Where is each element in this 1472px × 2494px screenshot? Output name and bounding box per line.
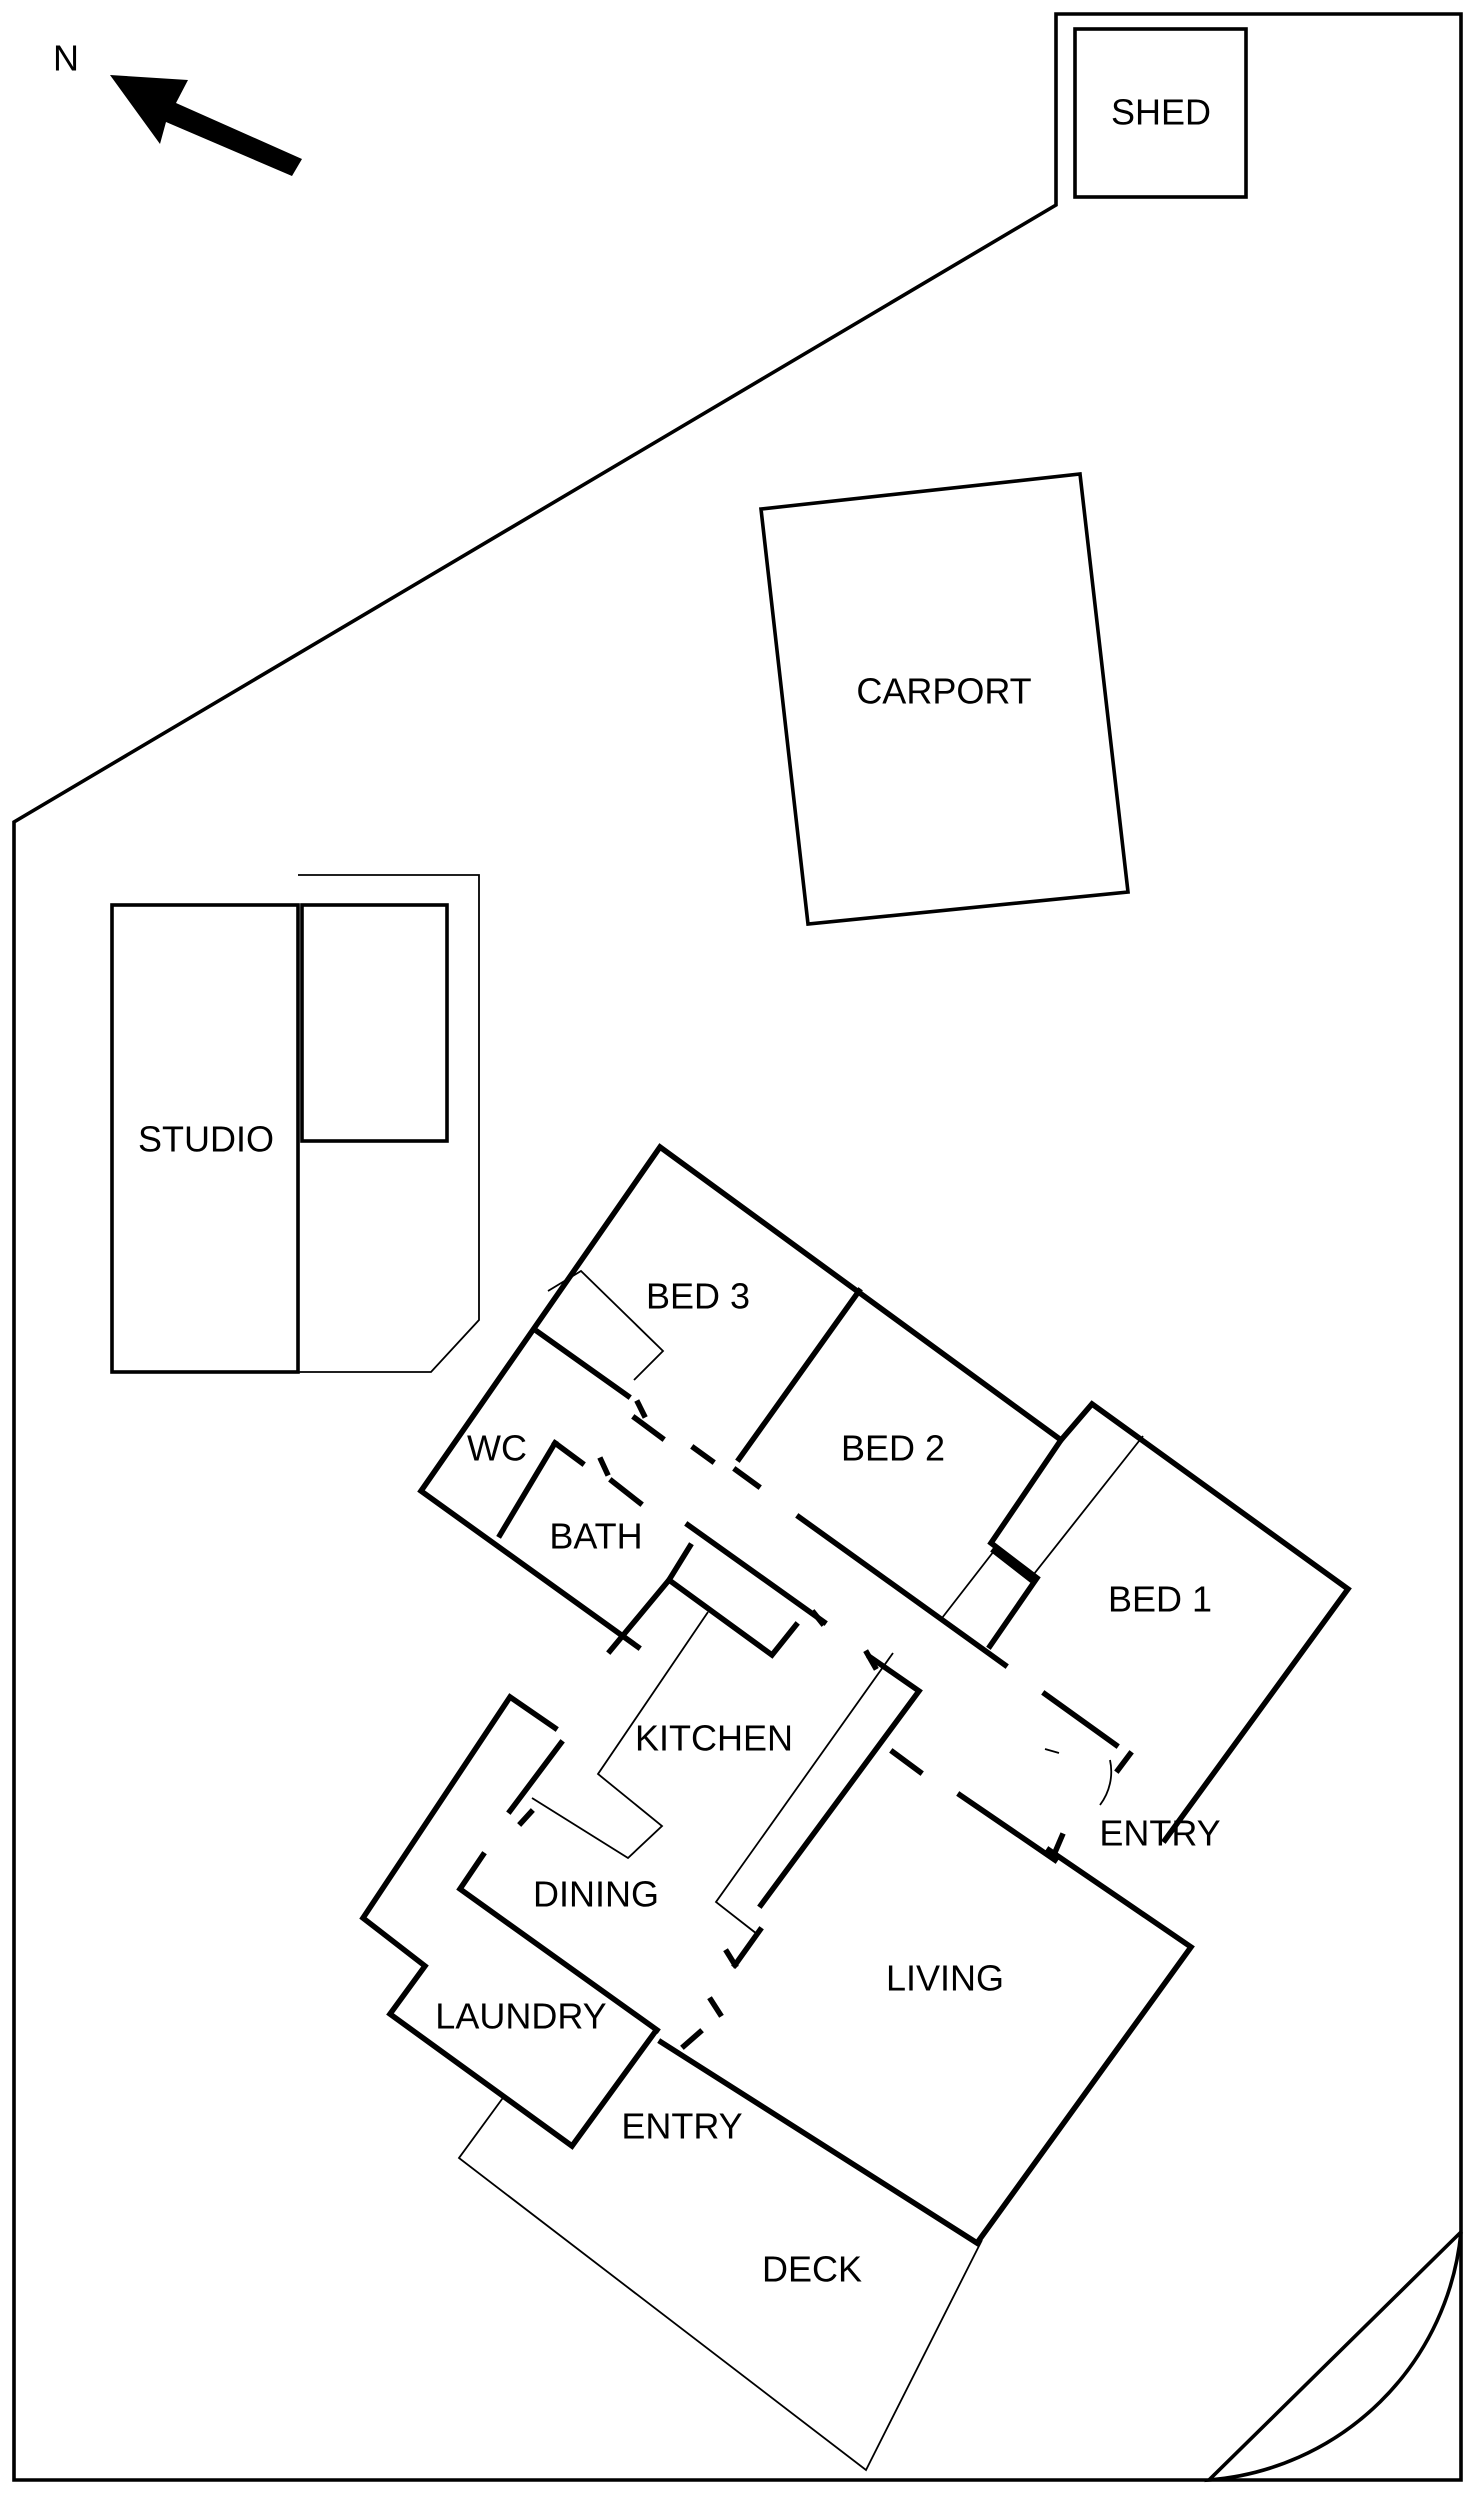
carport: CARPORT [759, 472, 1130, 926]
bath-label: BATH [549, 1516, 642, 1557]
dining-living-jamb-a [707, 1996, 724, 2018]
west-wing-outer [359, 1693, 659, 2150]
room-labels: BED 3 BED 2 BED 1 WC BATH KITCHEN DINING… [435, 1276, 1220, 2290]
studio-annex-outline [298, 874, 480, 1373]
site-boundary [12, 12, 1463, 2482]
living-west-wall [731, 1926, 764, 1969]
bed3-south-wall [534, 1328, 632, 1400]
dining-label: DINING [533, 1874, 659, 1915]
kitchen-label: KITCHEN [635, 1718, 793, 1759]
kitchen-bench-east [714, 1652, 894, 1935]
corridor-north-wall-e [1041, 1690, 1120, 1749]
living-north-wall-a [889, 1748, 924, 1776]
corridor-north-wall-b [690, 1444, 716, 1465]
kitchen-corridor-jamb [863, 1649, 879, 1671]
shed-label: SHED [1111, 92, 1211, 133]
bed3-door-jamb [634, 1399, 648, 1419]
bath-door-jamb [597, 1456, 611, 1477]
bath-north-wall [551, 1439, 586, 1467]
shed-outline [1073, 27, 1248, 199]
bed2-bed1-wall [986, 1436, 1065, 1650]
north-label: N [53, 38, 79, 79]
bed3-label: BED 3 [646, 1276, 750, 1317]
deck-label: DECK [762, 2249, 862, 2290]
living-north-wall-b [956, 1791, 1059, 1864]
corridor-jamb-a [810, 1609, 826, 1627]
bed2-label: BED 2 [841, 1428, 945, 1469]
dining-west-upper [506, 1739, 565, 1815]
bed1-inner-wall [990, 1547, 1034, 1583]
kitchen-bench-west [531, 1611, 709, 1860]
studio-label: STUDIO [138, 1119, 274, 1160]
corridor-north-wall-d [795, 1513, 1009, 1669]
wc-label: WC [467, 1428, 527, 1469]
bed3-bed2-wall [735, 1287, 863, 1463]
living-outer-wall [657, 1846, 1195, 2247]
entry-wall-stub [1052, 1832, 1066, 1854]
carport-label: CARPORT [856, 671, 1031, 712]
corridor-north-wall-a [631, 1414, 666, 1442]
kitchen-west-wall [606, 1576, 673, 1655]
dining-west-jamb [517, 1808, 535, 1827]
entry-door-arc [1099, 1759, 1113, 1806]
entry-door-swing [1044, 1748, 1060, 1754]
entry-side-label: ENTRY [1099, 1813, 1220, 1854]
studio-main-outline [110, 903, 300, 1374]
north-arrow-icon [110, 75, 302, 176]
studio: STUDIO [110, 874, 480, 1374]
studio-inner-room [300, 903, 449, 1143]
bath-east-return [665, 1542, 800, 1659]
laundry-label: LAUNDRY [435, 1996, 606, 2037]
corridor-north-wall-c [732, 1466, 762, 1490]
shed: SHED [1073, 27, 1248, 199]
bed1-label: BED 1 [1108, 1579, 1212, 1620]
bath-east-wall [684, 1521, 828, 1626]
house-walls [359, 1143, 1352, 2247]
compass: N [53, 38, 302, 176]
wc-east-wall [496, 1439, 559, 1539]
deck-outline [457, 2094, 983, 2472]
carport-outline [759, 472, 1130, 926]
boundary-corner-arc [1204, 2230, 1463, 2483]
laundry-door-jamb [680, 2028, 704, 2050]
living-label: LIVING [886, 1958, 1004, 1999]
entry-front-label: ENTRY [621, 2106, 742, 2147]
dining-inner-west [456, 1851, 661, 2034]
kitchen-east-wall [757, 1653, 923, 1909]
bath-corridor-wall [608, 1477, 644, 1507]
entry-door-wall [1114, 1750, 1134, 1774]
